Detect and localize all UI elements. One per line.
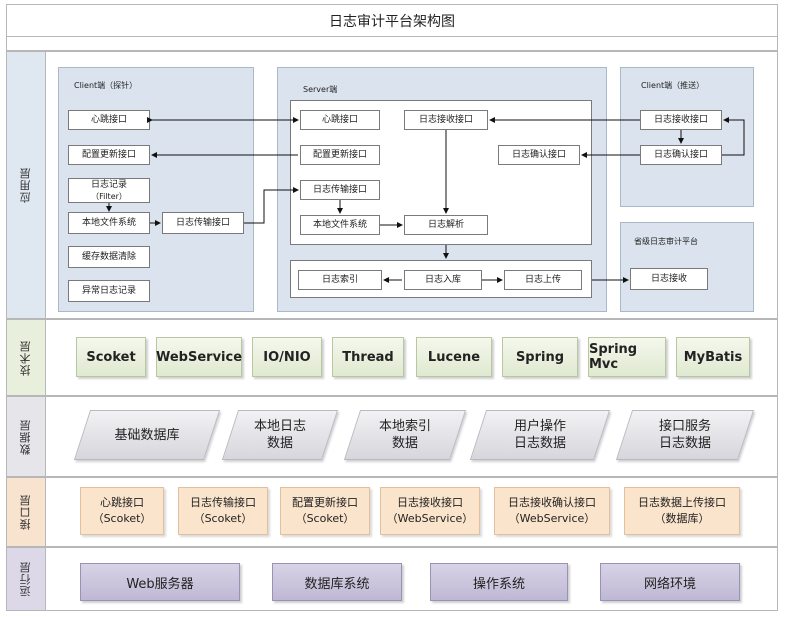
layer-data bbox=[46, 396, 778, 477]
iface-log-receive-l1: 日志接收接口 bbox=[397, 496, 463, 509]
client-log-transfer-box: 日志传输接口 bbox=[162, 212, 244, 234]
arrow-push-loop bbox=[722, 117, 745, 156]
iface-log-transfer: 日志传输接口 （Scoket） bbox=[178, 487, 268, 535]
data-iface-service-l2: 日志数据 bbox=[658, 436, 711, 451]
tech-webservice: WebService bbox=[156, 337, 242, 377]
iface-data-upload-l2: （数据库） bbox=[654, 512, 710, 525]
iface-log-transfer-l2: （Scoket） bbox=[193, 512, 253, 525]
run-database-system: 数据库系统 bbox=[272, 563, 402, 601]
data-iface-service: 接口服务日志数据 bbox=[615, 410, 755, 460]
client-log-record-label: 日志记录 bbox=[90, 179, 127, 190]
client-pull-title: Client端（探针） bbox=[74, 81, 138, 90]
data-base-db: 基础数据库 bbox=[73, 410, 221, 460]
tech-lucene: Lucene bbox=[416, 337, 492, 377]
layer-label-tech: 技术层 bbox=[6, 319, 46, 396]
iface-log-confirm: 日志接收确认接口 （WebService） bbox=[494, 487, 610, 535]
page-title: 日志审计平台架构图 bbox=[6, 4, 778, 37]
data-local-index: 本地索引数据 bbox=[343, 410, 467, 460]
province-title: 省级日志审计平台 bbox=[634, 237, 698, 246]
data-local-index-l1: 本地索引 bbox=[378, 419, 431, 434]
iface-log-transfer-l1: 日志传输接口 bbox=[190, 496, 256, 509]
client-log-record-filter: （Filter） bbox=[91, 191, 127, 201]
server-config-update-box: 配置更新接口 bbox=[300, 145, 380, 165]
server-log-index-box: 日志索引 bbox=[298, 270, 382, 290]
tech-spring: Spring bbox=[502, 337, 578, 377]
iface-log-receive: 日志接收接口 （WebService） bbox=[380, 487, 480, 535]
layer-iface bbox=[46, 477, 778, 547]
iface-data-upload-l1: 日志数据上传接口 bbox=[638, 496, 726, 509]
server-log-store-box: 日志入库 bbox=[404, 270, 482, 290]
server-log-confirm-box: 日志确认接口 bbox=[498, 145, 580, 165]
server-heartbeat-box: 心跳接口 bbox=[300, 110, 380, 130]
push-log-confirm-box: 日志确认接口 bbox=[640, 145, 722, 165]
client-log-record-box: 日志记录 （Filter） bbox=[68, 178, 150, 203]
iface-heartbeat-l1: 心跳接口 bbox=[100, 496, 144, 509]
iface-log-receive-l2: （WebService） bbox=[386, 512, 474, 525]
client-cache-clear-box: 缓存数据清除 bbox=[68, 246, 150, 268]
province-log-receive-box: 日志接收 bbox=[630, 268, 708, 290]
layer-tech bbox=[46, 319, 778, 396]
data-iface-service-l1: 接口服务 bbox=[658, 419, 711, 434]
server-local-fs-box: 本地文件系统 bbox=[300, 215, 380, 235]
server-log-receive-box: 日志接收接口 bbox=[404, 110, 488, 130]
iface-log-confirm-l2: （WebService） bbox=[508, 512, 596, 525]
province-panel bbox=[620, 222, 754, 312]
data-local-index-l2: 数据 bbox=[391, 436, 418, 451]
data-user-op-l2: 日志数据 bbox=[513, 436, 566, 451]
iface-config-update-l1: 配置更新接口 bbox=[292, 496, 358, 509]
data-local-log: 本地日志数据 bbox=[221, 410, 339, 460]
iface-log-confirm-l1: 日志接收确认接口 bbox=[508, 496, 596, 509]
client-local-fs-box: 本地文件系统 bbox=[68, 212, 150, 234]
tech-scoket: Scoket bbox=[76, 337, 146, 377]
run-web-server: Web服务器 bbox=[80, 563, 240, 601]
data-user-op-l1: 用户操作 bbox=[513, 419, 566, 434]
data-base-db-label: 基础数据库 bbox=[114, 427, 180, 443]
layer-label-app: 应用层 bbox=[6, 51, 46, 319]
iface-config-update: 配置更新接口 （Scoket） bbox=[280, 487, 370, 535]
layer-label-run: 运行层 bbox=[6, 547, 46, 611]
client-pull-panel bbox=[58, 67, 254, 312]
tech-io-nio: IO/NIO bbox=[252, 337, 322, 377]
server-log-parse-box: 日志解析 bbox=[404, 215, 488, 235]
client-exception-log-box: 异常日志记录 bbox=[68, 280, 150, 302]
client-push-panel bbox=[620, 67, 754, 207]
tech-thread: Thread bbox=[332, 337, 404, 377]
layer-label-data: 数据层 bbox=[6, 396, 46, 477]
iface-data-upload: 日志数据上传接口 （数据库） bbox=[624, 487, 740, 535]
tech-spring-mvc: Spring Mvc bbox=[588, 337, 666, 377]
client-push-title: Client端（推送） bbox=[641, 81, 705, 90]
title-spacer bbox=[6, 37, 778, 51]
server-log-upload-box: 日志上传 bbox=[504, 270, 582, 290]
server-title: Server端 bbox=[303, 85, 338, 94]
run-network: 网络环境 bbox=[600, 563, 740, 601]
layer-app bbox=[46, 51, 778, 319]
layer-run bbox=[46, 547, 778, 611]
tech-mybatis: MyBatis bbox=[676, 337, 750, 377]
push-log-receive-box: 日志接收接口 bbox=[640, 110, 722, 130]
server-log-transfer-box: 日志传输接口 bbox=[300, 180, 380, 200]
iface-heartbeat-l2: （Scoket） bbox=[92, 512, 152, 525]
data-user-op: 用户操作日志数据 bbox=[469, 410, 611, 460]
data-local-log-l1: 本地日志 bbox=[253, 419, 306, 434]
arrow-log-transfer bbox=[244, 187, 299, 224]
run-os: 操作系统 bbox=[430, 563, 568, 601]
layer-label-iface: 接口层 bbox=[6, 477, 46, 547]
iface-heartbeat: 心跳接口 （Scoket） bbox=[80, 487, 164, 535]
iface-config-update-l2: （Scoket） bbox=[295, 512, 355, 525]
data-local-log-l2: 数据 bbox=[266, 436, 293, 451]
client-config-update-box: 配置更新接口 bbox=[68, 145, 150, 165]
